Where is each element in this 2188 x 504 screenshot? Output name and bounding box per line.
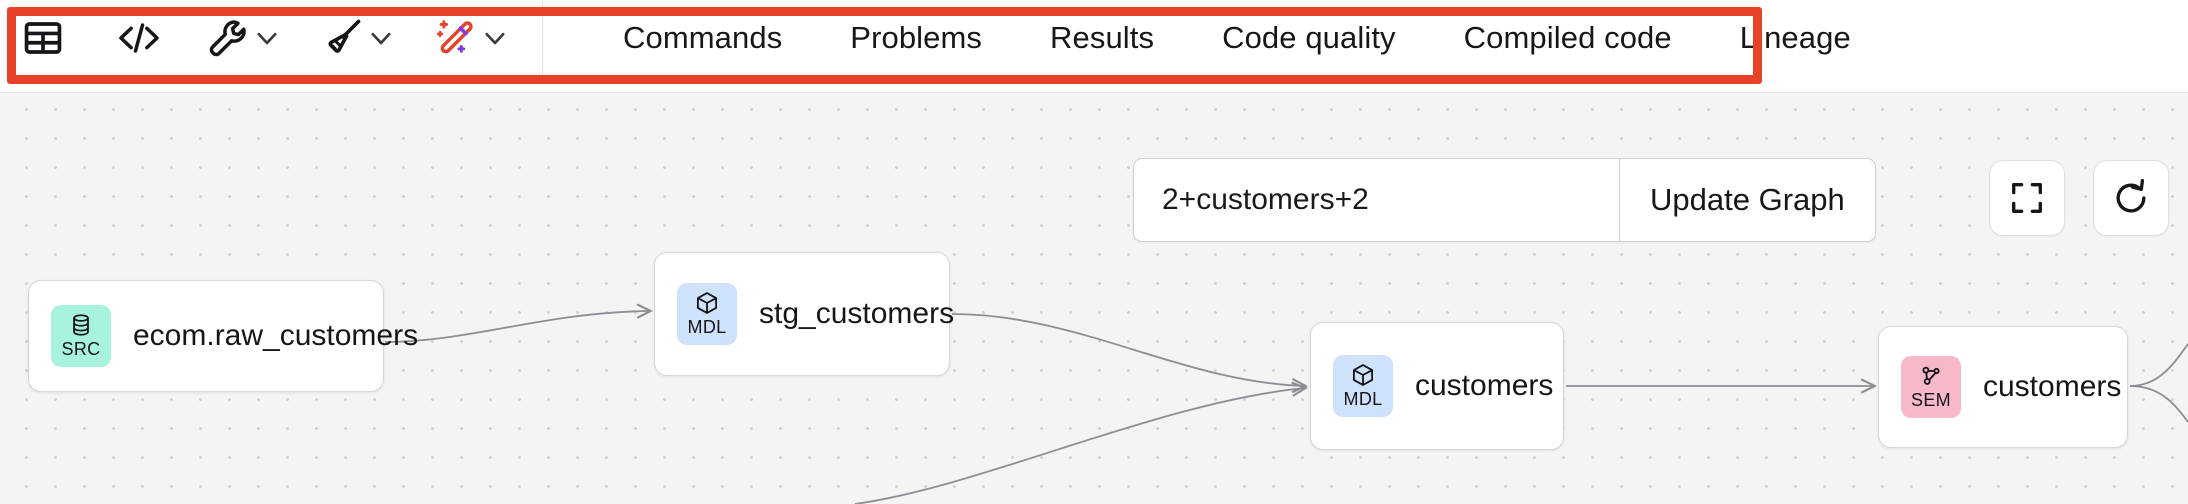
- node-badge-sem: SEM: [1901, 356, 1961, 418]
- lineage-node-ecom-raw-customers[interactable]: SRC ecom.raw_customers: [28, 280, 418, 392]
- format-caret-button[interactable]: [362, 11, 400, 65]
- node-label: customers: [1415, 369, 1554, 402]
- table-icon: [24, 22, 62, 54]
- refresh-graph-button[interactable]: [2093, 160, 2169, 236]
- tools-caret-button[interactable]: [248, 11, 286, 65]
- node-label: ecom.raw_customers: [133, 319, 419, 352]
- graph-selector-input[interactable]: [1134, 159, 1619, 241]
- refresh-icon: [2116, 179, 2146, 213]
- toolbar-divider: [542, 0, 543, 76]
- ai-assist-button[interactable]: [434, 11, 478, 65]
- node-badge-label: MDL: [687, 317, 727, 337]
- chevron-down-icon: [257, 32, 277, 45]
- toolbar-icon-group: [0, 0, 528, 76]
- code-icon: [119, 23, 159, 53]
- node-badge-mdl: MDL: [1333, 355, 1393, 417]
- ai-assist-caret-button[interactable]: [476, 11, 514, 65]
- node-badge-label: MDL: [1343, 389, 1383, 409]
- node-badge-mdl: MDL: [677, 283, 737, 345]
- semantic-icon: [1922, 366, 1940, 385]
- lineage-node-stg-customers[interactable]: MDL stg_customers: [654, 252, 954, 376]
- tab-compiled-code[interactable]: Compiled code: [1463, 20, 1672, 55]
- tab-problems[interactable]: Problems: [850, 20, 983, 55]
- node-label: stg_customers: [759, 297, 955, 330]
- panel-tabs: Commands Problems Results Code quality C…: [589, 0, 1885, 76]
- editor-toolbar: Commands Problems Results Code quality C…: [0, 0, 2188, 76]
- format-button[interactable]: [320, 11, 364, 65]
- node-badge-src: SRC: [51, 305, 111, 367]
- edge-sem-out-upper: [2129, 343, 2188, 387]
- graph-selector-control: Update Graph: [1133, 158, 1876, 242]
- code-view-button[interactable]: [116, 11, 162, 65]
- lineage-node-customers-semantic[interactable]: SEM customers: [1878, 326, 2128, 448]
- tab-lineage[interactable]: Lineage: [1739, 20, 1851, 55]
- update-graph-button[interactable]: Update Graph: [1620, 159, 1875, 241]
- cube-icon: [1352, 364, 1374, 386]
- edge-sem-out-lower: [2129, 385, 2188, 423]
- tab-results[interactable]: Results: [1050, 20, 1155, 55]
- cube-icon: [696, 292, 718, 314]
- lineage-canvas[interactable]: SRC ecom.raw_customers MDL stg_customers: [0, 92, 2188, 504]
- edge-partial-to-customers: [854, 388, 1305, 504]
- node-badge-label: SEM: [1911, 390, 1951, 410]
- edge-raw-to-stg: [384, 311, 650, 343]
- chevron-down-icon: [371, 32, 391, 45]
- magic-wand-icon: [436, 20, 473, 54]
- lineage-node-customers-model[interactable]: MDL customers: [1310, 322, 1564, 450]
- control-divider: [1619, 159, 1620, 241]
- fullscreen-icon: [2012, 183, 2042, 213]
- tab-commands[interactable]: Commands: [623, 20, 783, 55]
- node-label: customers: [1983, 370, 2122, 403]
- canvas-top-border: [0, 92, 2188, 93]
- fit-view-button[interactable]: [1989, 160, 2065, 236]
- node-badge-label: SRC: [61, 339, 101, 359]
- wrench-icon: [209, 20, 246, 57]
- broom-icon: [328, 19, 361, 53]
- database-icon: [73, 314, 89, 336]
- tools-button[interactable]: [206, 11, 250, 65]
- tab-code-quality[interactable]: Code quality: [1222, 20, 1396, 55]
- chevron-down-icon: [485, 32, 505, 45]
- table-view-button[interactable]: [20, 11, 66, 65]
- edge-stg-to-customers: [951, 313, 1305, 386]
